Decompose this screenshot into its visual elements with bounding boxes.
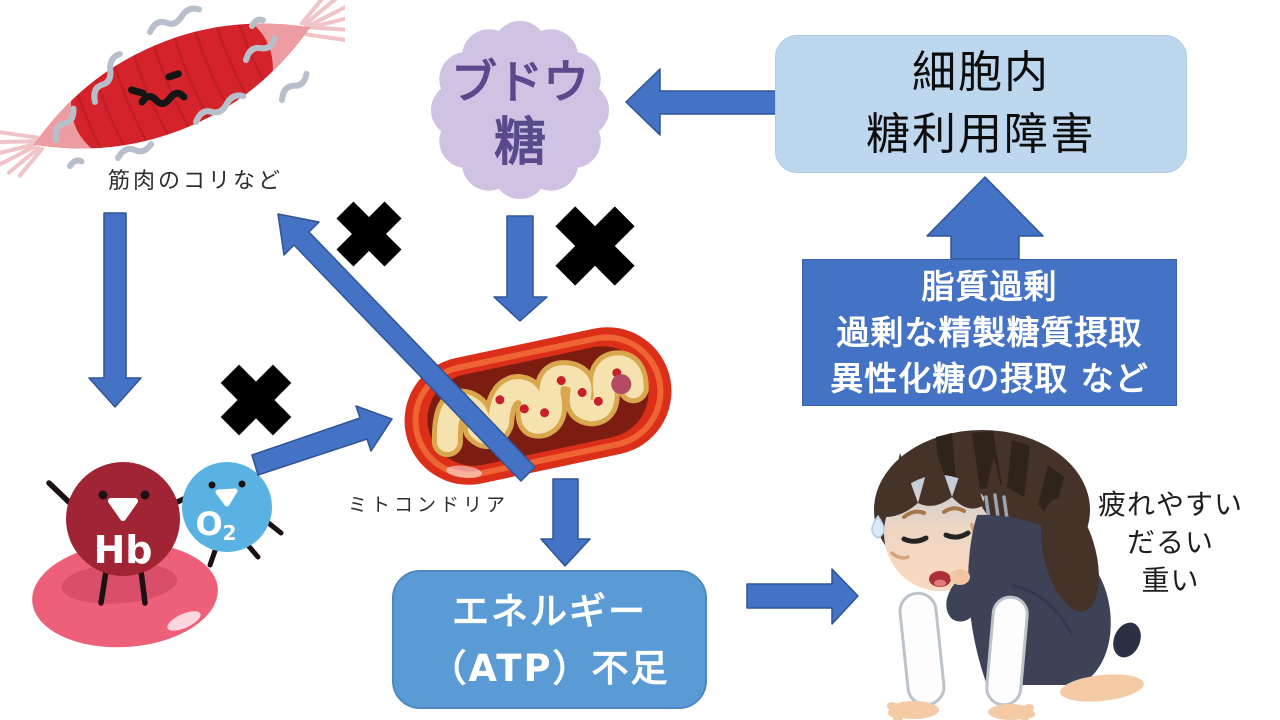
glucose-illustration: ブドウ 糖 (420, 8, 620, 213)
girl-back-arm (985, 595, 1029, 707)
oxygen-character: O2 (182, 462, 284, 568)
energy-line-1: エネルギー (452, 589, 647, 633)
muscle-label: 筋肉のコリなど (108, 169, 284, 194)
causes-line-1: 脂質過剰 (921, 266, 1058, 306)
hemoglobin-character: Hb (46, 462, 200, 606)
glucose-text-line1: ブドウ (451, 55, 589, 109)
muscle-tendons (0, 0, 345, 178)
arrow-causes-to-cellbox (926, 176, 1044, 260)
tired-girl-illustration (852, 425, 1157, 720)
girl-shin (1060, 674, 1144, 702)
symptom-line-2: だるい (1126, 526, 1214, 559)
muscle-body (33, 23, 311, 149)
mitochondria-label: ミトコンドリア (348, 494, 510, 516)
symptom-line-3: 重い (1141, 564, 1200, 597)
cell-disorder-box: 細胞内 糖利用障害 (775, 35, 1187, 173)
girl-hair-lock (1041, 498, 1099, 612)
mitochondria-illustration (393, 310, 683, 505)
red-blood-cell (32, 542, 218, 648)
muscle-face (128, 70, 188, 107)
causes-line-2: 過剰な精製糖質摂取 (836, 312, 1143, 352)
hemoglobin-mouth (108, 498, 138, 521)
girl-bent-arm (946, 573, 979, 622)
oxygen-text-sub: 2 (223, 521, 237, 545)
tremble-squiggles (52, 5, 310, 169)
girl-foot (1113, 622, 1141, 658)
girl-front-arm (898, 591, 946, 707)
mitochondria-large-granule (611, 374, 632, 395)
arrow-glucose-to-mitochondria (493, 215, 548, 322)
arrow-muscle-to-hemoglobin (88, 212, 142, 408)
glucose-cloud (431, 21, 609, 199)
dress-fold (1011, 583, 1074, 636)
energy-deficiency-box: エネルギー （ATP）不足 (392, 570, 707, 709)
arrow-energy-to-girl (746, 568, 859, 625)
energy-line-2: （ATP）不足 (429, 646, 670, 690)
hemoglobin-text: Hb (93, 528, 152, 572)
blood-oxygen-illustration: Hb O2 (20, 443, 285, 663)
cell-disorder-line-2: 糖利用障害 (866, 109, 1096, 160)
symptoms-text: 疲れやすい だるい 重い (1078, 486, 1263, 600)
arrow-cellbox-to-glucose (625, 68, 779, 136)
symptom-line-1: 疲れやすい (1097, 488, 1243, 521)
glucose-text-line2: 糖 (494, 113, 546, 173)
causes-box: 脂質過剰 過剰な精製糖質摂取 異性化糖の摂取 など (802, 259, 1177, 406)
cell-disorder-line-1: 細胞内 (912, 47, 1050, 98)
oxygen-text: O2 (195, 505, 236, 545)
girl-hands (887, 701, 1035, 720)
causes-line-3: 異性化糖の摂取 など (830, 358, 1149, 398)
oxygen-mouth (215, 488, 238, 507)
x-mark-oxygen-pathway (220, 364, 292, 436)
oxygen-text-main: O (195, 505, 222, 543)
muscle-illustration (0, 0, 345, 205)
girl-hand-near-face (950, 569, 970, 585)
